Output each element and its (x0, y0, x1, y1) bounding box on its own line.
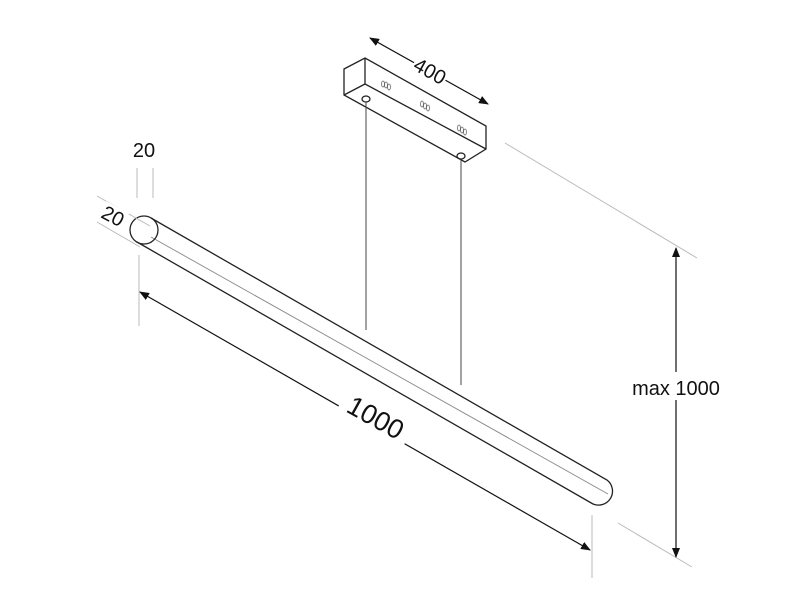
tube-end-cap (129, 215, 159, 245)
canopy-length-label: 400 (410, 54, 450, 89)
tube-width-label: 20 (98, 202, 128, 232)
light-tube (129, 215, 614, 506)
wire-hole-left (361, 95, 371, 103)
max-drop-label: max 1000 (632, 378, 720, 400)
tube-height-label: 20 (133, 140, 155, 162)
wire-hole-right (456, 152, 466, 160)
